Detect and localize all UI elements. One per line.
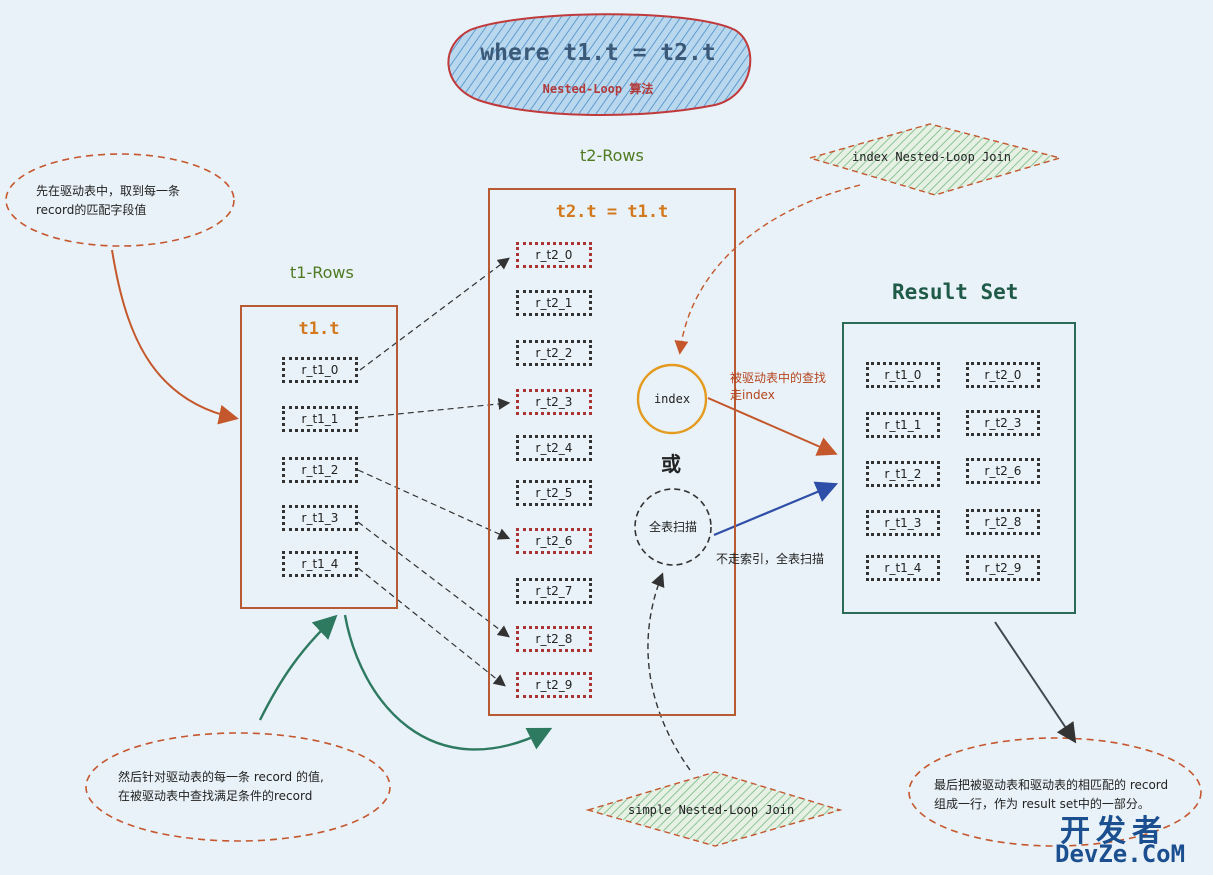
watermark-cn: 开发者: [1060, 814, 1168, 849]
title-blob: where t1.t = t2.t Nested-Loop 算法: [448, 14, 748, 110]
result-left-row: r_t1_0: [866, 362, 940, 388]
t1-row: r_t1_2: [282, 457, 358, 483]
t2-row: r_t2_9: [516, 672, 592, 698]
t2-row: r_t2_5: [516, 480, 592, 506]
or-label: 或: [661, 452, 681, 476]
t2-row: r_t2_0: [516, 242, 592, 268]
t1-row: r_t1_0: [282, 357, 358, 383]
result-right-row: r_t2_9: [966, 555, 1040, 581]
t2-group-label: t2-Rows: [580, 146, 644, 165]
t1-row: r_t1_1: [282, 406, 358, 432]
full-scan-circle-label: 全表扫描: [648, 520, 697, 534]
t1-row: r_t1_3: [282, 505, 358, 531]
t2-table: t2.t = t1.t: [488, 188, 736, 716]
note-top-left-line2: record的匹配字段值: [36, 203, 147, 217]
arrow-note-to-t1-bottom: [258, 614, 338, 721]
result-right-row: r_t2_6: [966, 458, 1040, 484]
result-title: Result Set: [892, 280, 1019, 304]
index-circle-label: index: [653, 392, 691, 406]
simple-join-label: simple Nested-Loop Join: [628, 803, 795, 817]
note-bottom-right-line1: 最后把被驱动表和驱动表的相匹配的 record: [934, 778, 1169, 792]
index-note-line1: 被驱动表中的查找: [730, 371, 827, 385]
t1-row: r_t1_4: [282, 551, 358, 577]
t1-header: t1.t: [298, 319, 340, 339]
t2-row: r_t2_8: [516, 626, 592, 652]
t1-table: t1.t: [240, 305, 398, 609]
result-left-row: r_t1_4: [866, 555, 940, 581]
t1-group-label: t1-Rows: [290, 263, 354, 282]
t2-header: t2.t = t1.t: [555, 202, 669, 222]
t2-row: r_t2_6: [516, 528, 592, 554]
t2-row: r_t2_1: [516, 290, 592, 316]
arrow-note-to-t1: [111, 249, 239, 425]
t2-row: r_t2_3: [516, 389, 592, 415]
t2-row: r_t2_2: [516, 340, 592, 366]
t2-row: r_t2_4: [516, 435, 592, 461]
result-table: [842, 322, 1076, 614]
index-note: 被驱动表中的查找 走index: [730, 370, 826, 404]
note-top-left-line1: 先在驱动表中，取到每一条: [36, 184, 181, 198]
note-bottom-left-line2: 在被驱动表中查找满足条件的record: [118, 789, 313, 803]
note-bottom-left-line1: 然后针对驱动表的每一条 record 的值,: [118, 770, 324, 784]
result-right-row: r_t2_8: [966, 509, 1040, 535]
index-join-label: index Nested-Loop Join: [852, 150, 1011, 164]
result-left-row: r_t1_2: [866, 461, 940, 487]
note-bottom-left: 然后针对驱动表的每一条 record 的值, 在被驱动表中查找满足条件的reco…: [118, 768, 368, 806]
index-note-line2: 走index: [730, 388, 775, 402]
arrow-result-to-note: [994, 621, 1077, 744]
t2-row: r_t2_7: [516, 578, 592, 604]
result-right-row: r_t2_0: [966, 362, 1040, 388]
note-top-left: 先在驱动表中，取到每一条 record的匹配字段值: [36, 182, 216, 220]
watermark-en: DevZe.CoM: [1055, 840, 1186, 868]
title-subtitle: Nested-Loop 算法: [542, 82, 654, 96]
full-scan-note: 不走索引，全表扫描: [716, 552, 825, 566]
result-left-row: r_t1_3: [866, 510, 940, 536]
title-main: where t1.t = t2.t: [480, 40, 716, 66]
result-right-row: r_t2_3: [966, 410, 1040, 436]
note-bottom-right-line2: 组成一行，作为 result set中的一部分。: [934, 797, 1150, 811]
result-left-row: r_t1_1: [866, 412, 940, 438]
note-bottom-right: 最后把被驱动表和驱动表的相匹配的 record 组成一行，作为 result s…: [934, 776, 1184, 814]
